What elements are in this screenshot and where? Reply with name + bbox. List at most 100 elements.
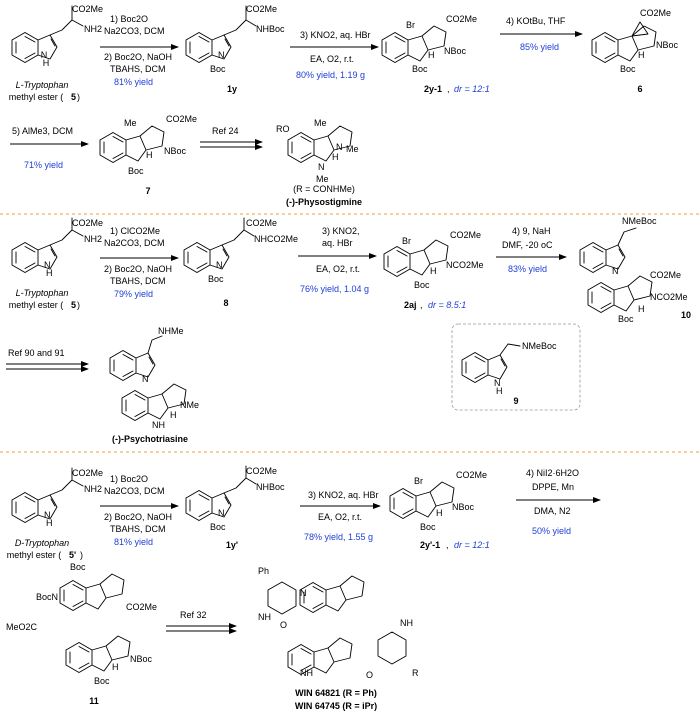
svg-text:CO2Me: CO2Me	[72, 468, 103, 478]
svg-text:NBoc: NBoc	[164, 146, 187, 156]
svg-text:R: R	[412, 668, 419, 678]
svg-text:CO2Me: CO2Me	[246, 4, 277, 14]
natural-product-name: WIN 64821 (R = Ph)	[295, 688, 377, 698]
svg-text:N: N	[44, 260, 51, 270]
row-3: CO2Me NH2 N H D-Tryptophan methyl ester …	[6, 465, 601, 711]
svg-text:BocN: BocN	[36, 592, 58, 602]
svg-text:Br: Br	[414, 476, 423, 486]
svg-text:Me: Me	[314, 118, 327, 128]
svg-text:5) AlMe3, DCM: 5) AlMe3, DCM	[12, 126, 73, 136]
svg-text:CO2Me: CO2Me	[126, 602, 157, 612]
svg-text:1) Boc2O: 1) Boc2O	[110, 14, 148, 24]
svg-text:Boc: Boc	[210, 64, 226, 74]
svg-text:Boc: Boc	[620, 64, 636, 74]
svg-text:H: H	[430, 266, 437, 276]
svg-text:EA, O2, r.t.: EA, O2, r.t.	[316, 264, 360, 274]
nh2-label: NH2	[84, 24, 102, 34]
svg-text:Boc: Boc	[420, 522, 436, 532]
svg-text:NCO2Me: NCO2Me	[650, 292, 688, 302]
svg-text:O: O	[280, 620, 287, 630]
svg-text:4) KOtBu, THF: 4) KOtBu, THF	[506, 16, 566, 26]
svg-text:TBAHS, DCM: TBAHS, DCM	[110, 524, 166, 534]
yield-text: 76% yield, 1.04 g	[300, 284, 369, 294]
svg-text:Boc: Boc	[208, 274, 224, 284]
svg-text:H: H	[332, 152, 339, 162]
svg-text:NMeBoc: NMeBoc	[522, 341, 557, 351]
svg-text:2) Boc2O, NaOH: 2) Boc2O, NaOH	[104, 512, 172, 522]
svg-text:H: H	[112, 662, 119, 672]
svg-text:EA, O2, r.t.: EA, O2, r.t.	[310, 54, 354, 64]
svg-text:Me: Me	[346, 144, 359, 154]
svg-text:methyl ester (: methyl ester (	[7, 550, 62, 560]
svg-text:aq. HBr: aq. HBr	[322, 238, 353, 248]
svg-text:N: N	[218, 50, 225, 60]
yield-text: 81% yield	[114, 537, 153, 547]
svg-text:NH: NH	[400, 618, 413, 628]
svg-text:): )	[77, 300, 80, 310]
compound-number: 5	[71, 92, 76, 102]
compound-number: 7	[145, 186, 150, 196]
svg-text:Br: Br	[402, 236, 411, 246]
svg-text:CO2Me: CO2Me	[450, 230, 481, 240]
svg-text:N: N	[336, 142, 343, 152]
structure-7: Me CO2Me NBoc H Boc	[100, 114, 197, 176]
row-2: CO2Me NH2 N H L-Tryptophan methyl ester …	[6, 216, 691, 444]
svg-text:L-Tryptophan: L-Tryptophan	[16, 288, 69, 298]
svg-text:CO2Me: CO2Me	[640, 8, 671, 18]
svg-text:NBoc: NBoc	[130, 654, 153, 664]
co2me-label: CO2Me	[72, 4, 103, 14]
svg-text:,: ,	[446, 540, 449, 550]
compound-name: L-Tryptophan	[16, 80, 69, 90]
svg-text:Boc: Boc	[210, 522, 226, 532]
svg-text:NHBoc: NHBoc	[256, 482, 285, 492]
svg-text:NBoc: NBoc	[444, 46, 467, 56]
svg-text:,: ,	[447, 84, 450, 94]
svg-text:3) KNO2, aq. HBr: 3) KNO2, aq. HBr	[300, 30, 371, 40]
svg-text:N: N	[216, 260, 223, 270]
svg-text:NH: NH	[258, 612, 271, 622]
reference-text: Ref 24	[212, 126, 239, 136]
svg-text:D-Tryptophan: D-Tryptophan	[15, 538, 69, 548]
compound-number: 2aj	[404, 300, 417, 310]
svg-text:H: H	[638, 50, 645, 60]
structure-11: Boc BocN MeO2C CO2Me NBoc H Boc	[6, 562, 157, 686]
svg-text:N: N	[300, 588, 307, 598]
structure-2aj: Br CO2Me NCO2Me H Boc	[384, 230, 484, 290]
structure-1y-prime: CO2Me NHBoc N Boc	[185, 465, 285, 532]
svg-text:MeO2C: MeO2C	[6, 622, 38, 632]
svg-text:N: N	[318, 162, 325, 172]
svg-text:N: N	[218, 508, 225, 518]
svg-text:DMA, N2: DMA, N2	[534, 506, 571, 516]
compound-number: 10	[681, 310, 691, 320]
structure-trp-methyl-ester: CO2Me NH2 N H	[11, 217, 103, 278]
svg-text:Me: Me	[124, 118, 137, 128]
yield-text: 85% yield	[520, 42, 559, 52]
svg-text:2) Boc2O, NaOH: 2) Boc2O, NaOH	[104, 52, 172, 62]
svg-text:Br: Br	[406, 20, 415, 30]
svg-text:N: N	[494, 378, 501, 388]
dr-text: dr = 8.5:1	[428, 300, 466, 310]
svg-text:NCO2Me: NCO2Me	[446, 260, 484, 270]
dr-text: dr = 12:1	[454, 84, 490, 94]
structure-6: CO2Me NBoc H Boc	[592, 8, 679, 74]
yield-text: 50% yield	[532, 526, 571, 536]
svg-text:H: H	[496, 386, 503, 396]
structure-8: CO2Me NHCO2Me N Boc	[183, 217, 298, 284]
svg-text:H: H	[170, 410, 177, 420]
svg-text:NMe: NMe	[180, 400, 199, 410]
yield-text: 81% yield	[114, 77, 153, 87]
svg-text:NHMe: NHMe	[158, 326, 184, 336]
svg-text:NH: NH	[300, 668, 313, 678]
structure-d-trp-methyl-ester: CO2Me NH2 N H	[11, 467, 103, 528]
svg-text:1) Boc2O: 1) Boc2O	[110, 474, 148, 484]
svg-text:4) 9, NaH: 4) 9, NaH	[512, 226, 551, 236]
yield-text: 83% yield	[508, 264, 547, 274]
compound-number: 9	[513, 396, 518, 406]
svg-text:Boc: Boc	[414, 280, 430, 290]
svg-text:CO2Me: CO2Me	[456, 470, 487, 480]
compound-number: 2y'-1	[420, 540, 440, 550]
svg-text:Boc: Boc	[128, 166, 144, 176]
svg-text:Na2CO3, DCM: Na2CO3, DCM	[104, 238, 165, 248]
svg-text:O: O	[366, 670, 373, 680]
yield-text: 80% yield, 1.19 g	[296, 70, 365, 80]
